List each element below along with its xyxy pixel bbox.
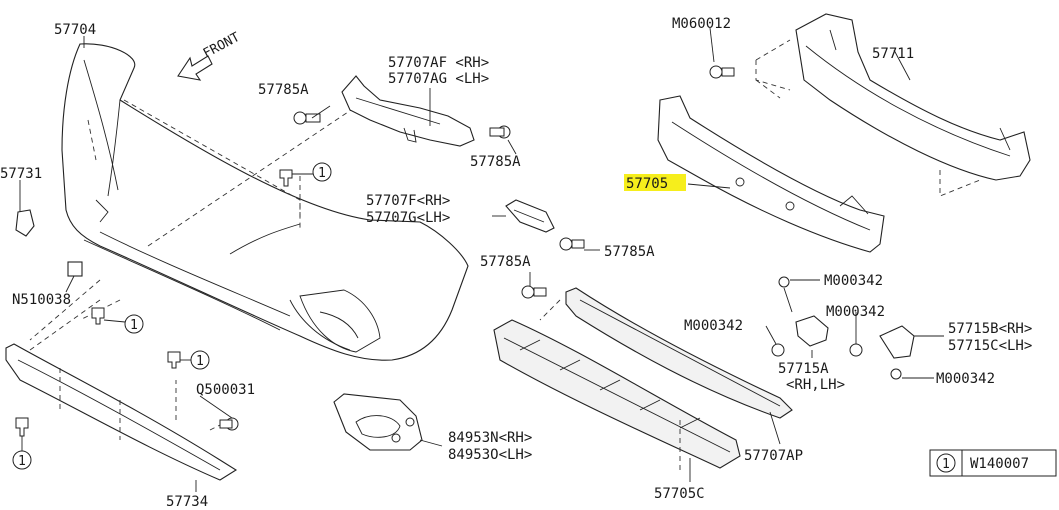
label-q500031: Q500031 bbox=[196, 382, 255, 398]
label-84953n: 84953N<RH> bbox=[448, 430, 532, 446]
label-57705c: 57705C bbox=[654, 486, 705, 502]
label-57704: 57704 bbox=[54, 22, 96, 38]
label-57715c: 57715C<LH> bbox=[948, 338, 1032, 354]
label-m000342-b: M000342 bbox=[684, 318, 743, 334]
label-57707f: 57707F<RH> bbox=[366, 193, 450, 209]
callout-1-top: 1 bbox=[312, 162, 332, 182]
label-57707g: 57707G<LH> bbox=[366, 210, 450, 226]
label-57711: 57711 bbox=[872, 46, 914, 62]
label-57715a: 57715A bbox=[778, 361, 829, 377]
label-57707ap: 57707AP bbox=[744, 448, 803, 464]
legend-box: 1 W140007 bbox=[929, 449, 1057, 477]
under-plate-57705c bbox=[493, 319, 741, 470]
label-n510038: N510038 bbox=[12, 292, 71, 308]
clip-n510038 bbox=[67, 261, 83, 277]
bolt-m060012 bbox=[709, 65, 735, 79]
fog-cover-84953 bbox=[333, 393, 423, 451]
svg-text:1: 1 bbox=[196, 354, 204, 369]
label-m000342-d: M000342 bbox=[936, 371, 995, 387]
label-m000342-a: M000342 bbox=[824, 273, 883, 289]
highlight-57705 bbox=[624, 174, 686, 191]
bumper-face-57704 bbox=[61, 43, 469, 361]
cap-57731 bbox=[15, 209, 35, 237]
legend-symbol: 1 bbox=[942, 457, 950, 472]
bracket-57715b bbox=[849, 325, 915, 380]
label-57731: 57731 bbox=[0, 166, 42, 182]
lower-grille-57734 bbox=[5, 299, 238, 481]
front-label: FRONT bbox=[201, 30, 243, 62]
callout-1-grille: 1 bbox=[190, 350, 210, 370]
bracket-57707af bbox=[341, 75, 475, 147]
deflector-57707ap bbox=[539, 287, 793, 419]
label-57785a-top: 57785A bbox=[258, 82, 309, 98]
label-57734: 57734 bbox=[166, 494, 208, 510]
bracket-57707f bbox=[505, 199, 555, 233]
bracket-57715a bbox=[771, 276, 829, 357]
bolt-57785a-mid bbox=[559, 237, 585, 251]
label-57707af: 57707AF <RH> bbox=[388, 55, 489, 71]
label-57785a-low: 57785A bbox=[480, 254, 531, 270]
reinforcement-57711 bbox=[755, 13, 1031, 197]
clip-top-1 bbox=[279, 169, 293, 187]
label-57785a-mid: 57785A bbox=[604, 244, 655, 260]
label-m060012: M060012 bbox=[672, 16, 731, 32]
label-57707ag: 57707AG <LH> bbox=[388, 71, 489, 87]
label-57715a-sub: <RH,LH> bbox=[786, 377, 845, 393]
front-arrow-icon bbox=[177, 55, 213, 81]
label-57715b: 57715B<RH> bbox=[948, 321, 1032, 337]
label-57785a-topright: 57785A bbox=[470, 154, 521, 170]
callout-1-left: 1 bbox=[12, 450, 32, 470]
bolt-57785a-top bbox=[293, 111, 321, 125]
clip-lower-1 bbox=[91, 307, 105, 325]
callout-1-clip: 1 bbox=[124, 314, 144, 334]
svg-text:1: 1 bbox=[318, 166, 326, 181]
svg-text:1: 1 bbox=[130, 318, 138, 333]
label-m000342-c: M000342 bbox=[826, 304, 885, 320]
label-84953o: 84953O<LH> bbox=[448, 447, 532, 463]
clip-left-1 bbox=[15, 417, 29, 437]
bolt-57785a-topright bbox=[489, 125, 511, 139]
label-57705: 57705 bbox=[626, 176, 668, 192]
absorber-57705 bbox=[657, 95, 885, 253]
legend-part: W140007 bbox=[970, 456, 1029, 472]
bolt-57785a-low bbox=[521, 285, 547, 299]
svg-text:1: 1 bbox=[18, 454, 26, 469]
